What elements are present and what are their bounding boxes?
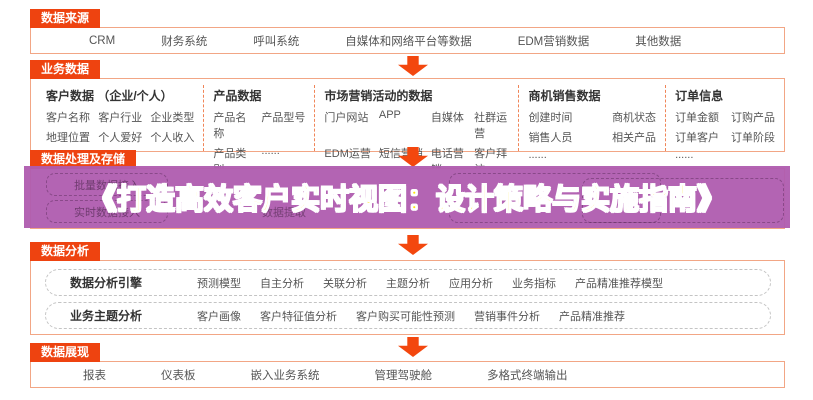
analysis-item: 预测模型 — [197, 277, 241, 290]
hidden-box-batch-ingest: 批量数据接入 — [46, 173, 168, 196]
section-data-display: 数据展现 报表 仪表板 嵌入业务系统 管理驾驶舱 多格式终端输出 — [30, 343, 785, 388]
analysis-item: 产品精准推荐模型 — [575, 277, 663, 290]
display-item: 报表 — [83, 369, 106, 382]
section-tab-data-display: 数据展现 — [30, 343, 101, 362]
field-item: 订单阶段 — [730, 132, 775, 144]
field-item: 产品型号 — [261, 112, 306, 124]
display-item: 多格式终端输出 — [487, 369, 568, 382]
hidden-box — [582, 178, 784, 223]
hidden-box-realtime-ingest: 实时数据接入 — [46, 200, 168, 223]
group-title: 商机销售数据 — [528, 89, 601, 103]
data-source-item: 其他数据 — [635, 35, 682, 48]
business-group-order-info: 订单信息 订单金额 订购产品 订单客户 订单阶段 ...... — [665, 85, 784, 161]
analysis-item: 客户画像 — [197, 310, 241, 323]
section-business-data: 业务数据 客户数据 （企业/个人） 客户名称 客户行业 企业类型 地理位置 个人… — [30, 60, 785, 176]
section-data-sources: 数据来源 CRM 财务系统 呼叫系统 自媒体和网络平台等数据 EDM营销数据 其… — [30, 9, 785, 54]
field-item: ...... — [528, 149, 547, 161]
field-item: 相关产品 — [612, 132, 657, 144]
group-title: 产品数据 — [213, 89, 262, 103]
field-item: 社群运营 — [474, 112, 508, 140]
data-source-item: 自媒体和网络平台等数据 — [345, 35, 472, 48]
section-tab-business-data: 业务数据 — [30, 60, 101, 79]
analysis-item: 主题分析 — [386, 277, 430, 290]
analysis-item: 关联分析 — [323, 277, 367, 290]
title-overlay-band: 批量数据接入 实时数据接入 数据提取 《打造高效客户实时视图：设计策略与实施指南… — [24, 166, 790, 228]
data-source-item: EDM营销数据 — [517, 35, 590, 48]
field-item: 个人收入 — [150, 132, 195, 144]
display-item: 仪表板 — [161, 369, 196, 382]
field-item: 订购产品 — [730, 112, 775, 124]
analysis-row-label: 业务主题分析 — [70, 309, 143, 323]
field-item: 企业类型 — [150, 112, 195, 124]
business-group-product-data: 产品数据 产品名称 产品型号 产品类别 ...... — [203, 85, 314, 176]
business-data-container: 客户数据 （企业/个人） 客户名称 客户行业 企业类型 地理位置 个人爱好 个人… — [30, 78, 785, 176]
field-item: 自媒体 — [430, 112, 464, 124]
field-item: 客户名称 — [46, 112, 90, 124]
group-items: 订单金额 订购产品 订单客户 订单阶段 ...... — [675, 109, 775, 161]
field-item: ...... — [261, 145, 280, 157]
section-tab-data-sources: 数据来源 — [30, 9, 101, 28]
field-item: 创建时间 — [528, 112, 573, 124]
hidden-box — [449, 173, 661, 223]
section-tab-data-processing: 数据处理及存储 — [30, 150, 137, 169]
business-group-opportunity-data: 商机销售数据 创建时间 商机状态 销售人员 相关产品 ...... — [518, 85, 665, 161]
analysis-item: 营销事件分析 — [474, 310, 540, 323]
analysis-item: 产品精准推荐 — [559, 310, 625, 323]
data-sources-container: CRM 财务系统 呼叫系统 自媒体和网络平台等数据 EDM营销数据 其他数据 — [30, 27, 785, 54]
field-item: EDM运营 — [324, 148, 371, 160]
display-item: 嵌入业务系统 — [250, 369, 320, 382]
field-item: 客户行业 — [98, 112, 143, 124]
analysis-item: 客户购买可能性预测 — [356, 310, 455, 323]
field-item: 订单客户 — [675, 132, 720, 144]
data-source-item: 呼叫系统 — [253, 35, 300, 48]
field-item: 地理位置 — [46, 132, 90, 144]
analysis-item: 客户特征值分析 — [260, 310, 337, 323]
field-item: 销售人员 — [528, 132, 573, 144]
data-analysis-container: 数据分析引擎 预测模型 自主分析 关联分析 主题分析 应用分析 业务指标 产品精… — [30, 260, 785, 335]
analysis-row-engine: 数据分析引擎 预测模型 自主分析 关联分析 主题分析 应用分析 业务指标 产品精… — [45, 269, 771, 296]
data-source-item: CRM — [89, 34, 116, 47]
overlay-title: 《打造高效客户实时视图：设计策略与实施指南》 — [87, 183, 726, 216]
group-title: 市场营销活动的数据 — [324, 89, 433, 103]
field-item: 门户网站 — [324, 112, 369, 124]
group-title: 订单信息 — [675, 89, 724, 103]
business-group-customer-data: 客户数据 （企业/个人） 客户名称 客户行业 企业类型 地理位置 个人爱好 个人… — [37, 85, 203, 161]
display-item: 管理驾驶舱 — [374, 369, 433, 382]
group-items: 产品名称 产品型号 产品类别 ...... — [213, 109, 305, 177]
analysis-item: 自主分析 — [260, 277, 304, 290]
hidden-box-label: 批量数据接入 — [74, 179, 140, 192]
business-group-marketing-data: 市场营销活动的数据 门户网站 APP 自媒体 社群运营 EDM运营 短信营销 电… — [314, 85, 518, 176]
group-items: 创建时间 商机状态 销售人员 相关产品 ...... — [528, 109, 656, 161]
hidden-box-label: 实时数据接入 — [74, 206, 140, 219]
field-item: 产品名称 — [213, 112, 247, 140]
section-data-analysis: 数据分析 数据分析引擎 预测模型 自主分析 关联分析 主题分析 应用分析 业务指… — [30, 242, 785, 335]
field-item: 商机状态 — [612, 112, 657, 124]
field-item: 订单金额 — [675, 112, 720, 124]
group-title: 客户数据 （企业/个人） — [46, 89, 173, 103]
analysis-row-business-theme: 业务主题分析 客户画像 客户特征值分析 客户购买可能性预测 营销事件分析 产品精… — [45, 302, 771, 329]
field-item: ...... — [675, 149, 694, 161]
analysis-item: 业务指标 — [512, 277, 556, 290]
analysis-row-label: 数据分析引擎 — [70, 276, 143, 290]
analysis-item: 应用分析 — [449, 277, 493, 290]
field-item: 个人爱好 — [98, 132, 143, 144]
data-display-container: 报表 仪表板 嵌入业务系统 管理驾驶舱 多格式终端输出 — [30, 361, 785, 388]
field-item: APP — [378, 109, 401, 121]
hidden-text-fragment: 数据提取 — [262, 207, 306, 219]
section-tab-data-analysis: 数据分析 — [30, 242, 101, 261]
data-source-item: 财务系统 — [161, 35, 208, 48]
